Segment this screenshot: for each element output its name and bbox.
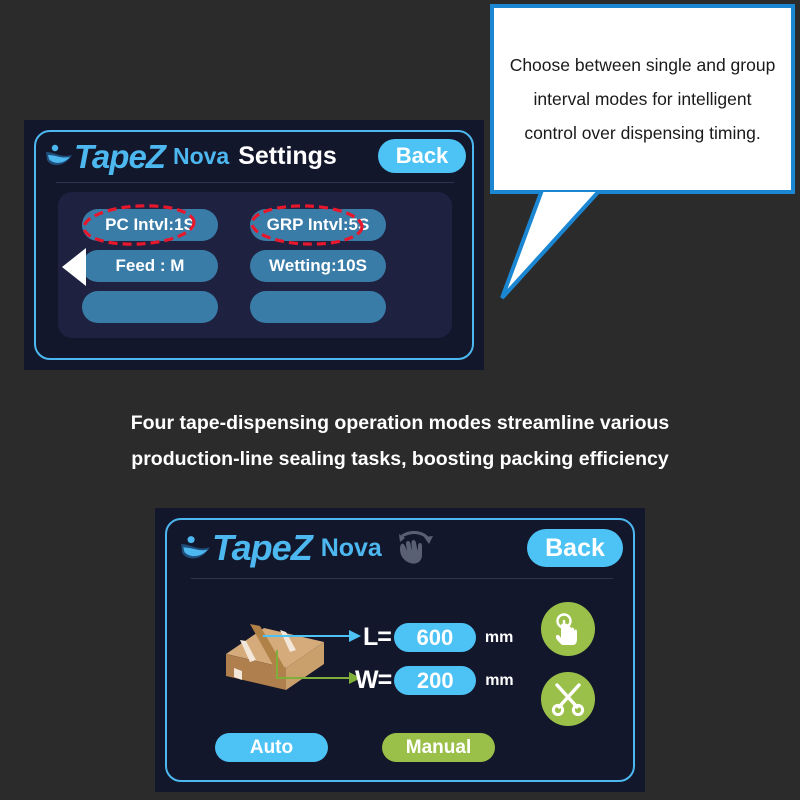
length-label: L= xyxy=(363,623,392,651)
mode-manual-button[interactable]: Manual xyxy=(382,733,495,762)
brand-logo: TapeZ xyxy=(212,527,313,568)
header-divider xyxy=(56,182,454,183)
page-title: Settings xyxy=(238,141,337,170)
swipe-hand-icon xyxy=(398,531,433,564)
dimension-row-length: L= 600 mm xyxy=(363,623,513,652)
option-feed[interactable]: Feed : M xyxy=(82,250,218,282)
tap-action-button[interactable] xyxy=(541,602,595,656)
caption-line-1: Four tape-dispensing operation modes str… xyxy=(130,412,670,434)
callout-tail-icon xyxy=(500,190,603,300)
callout-box: Choose between single and group interval… xyxy=(490,4,795,194)
back-button[interactable]: Back xyxy=(378,139,466,173)
option-empty-right[interactable] xyxy=(250,291,386,323)
swoosh-icon xyxy=(181,535,210,559)
settings-device-panel: TapeZ Nova Settings Back PC Intvl:1S GRP… xyxy=(24,120,484,370)
width-label: W= xyxy=(355,666,392,694)
callout-text: Choose between single and group interval… xyxy=(509,54,776,144)
tap-hand-icon xyxy=(555,613,577,645)
caption-block: Four tape-dispensing operation modes str… xyxy=(0,405,800,477)
brand-logo: TapeZ xyxy=(74,137,166,175)
back-button[interactable]: Back xyxy=(527,529,623,567)
option-empty-left[interactable] xyxy=(82,291,218,323)
dimension-row-width: W= 200 mm xyxy=(355,666,514,695)
caption-line-2: production-line sealing tasks, boosting … xyxy=(131,448,669,471)
brand-sub: Nova xyxy=(172,142,230,169)
header-divider xyxy=(191,578,613,579)
swoosh-icon xyxy=(46,144,72,166)
length-value-field[interactable]: 600 xyxy=(393,623,476,652)
width-unit: mm xyxy=(485,671,514,689)
annotation-circles-icon xyxy=(82,204,364,246)
triangle-left-icon[interactable] xyxy=(62,248,86,286)
size-header: TapeZ Nova Back xyxy=(181,526,623,570)
size-panel-border xyxy=(165,518,635,782)
scissors-icon xyxy=(551,683,585,716)
settings-header: TapeZ Nova Settings Back xyxy=(46,136,466,176)
cut-action-button[interactable] xyxy=(541,672,595,726)
settings-panel-border xyxy=(34,130,474,360)
brand-sub: Nova xyxy=(320,533,382,562)
width-value-field[interactable]: 200 xyxy=(394,666,477,695)
mode-auto-button[interactable]: Auto xyxy=(215,733,328,762)
length-unit: mm xyxy=(484,628,514,646)
size-device-panel: TapeZ Nova Back L= 600 mm W= 200 mm xyxy=(155,508,645,792)
option-wetting[interactable]: Wetting:10S xyxy=(250,250,386,282)
dimension-leader-lines-icon xyxy=(263,630,361,684)
